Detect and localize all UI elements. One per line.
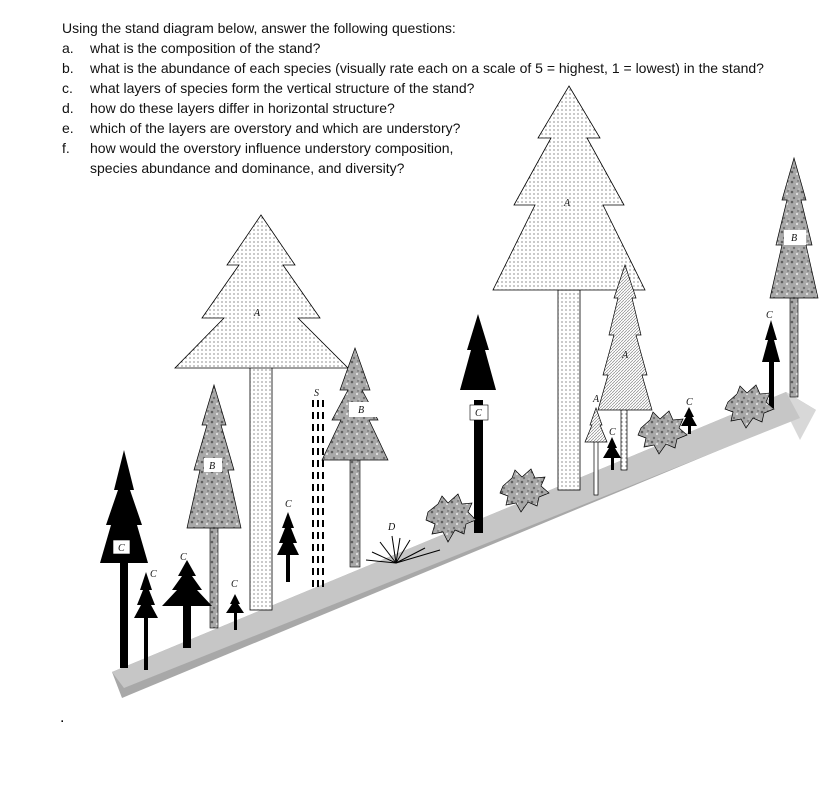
instructions-heading: Using the stand diagram below, answer th… [62,20,456,36]
tree-a-left: A [174,214,349,611]
species-label-c: C [231,579,238,590]
question-letter: b. [62,60,74,76]
species-label-c: C [118,543,125,554]
question-text: what is the composition of the stand? [90,40,321,56]
question-item: d. how do these layers differ in horizont… [62,98,764,118]
species-label-c: C [475,408,482,419]
question-letter: e. [62,120,74,136]
species-d-plant: D [365,522,441,564]
tree-c-seedling-right: C [603,427,621,470]
species-label-c: C [180,552,187,563]
tree-c-left-small: C [134,569,158,670]
tree-c-seedling-left: C [226,579,244,630]
question-item: f. how would the overstory influence unde… [62,138,764,178]
species-label-a: A [563,198,571,209]
tree-c-left-medium: C [162,552,212,648]
tree-b-right: B [769,156,819,398]
tree-c-seedling-far: C [681,397,697,434]
species-label-c: C [285,499,292,510]
species-label-c: C [686,397,693,408]
question-text: how do these layers differ in horizontal… [90,100,395,116]
tree-b-center: B [321,346,389,568]
species-label-c: C [609,427,616,438]
question-letter: d. [62,100,74,116]
question-text: what layers of species form the vertical… [90,80,475,96]
tree-c-left-large: C [100,450,148,668]
shrub-4 [724,384,775,429]
tree-b-left: B [186,383,242,629]
ground-slab [112,392,816,698]
species-label-c: C [150,569,157,580]
tree-c-sapling-center: C [277,499,299,582]
tree-a-sapling: A [584,394,608,496]
question-text: how would the overstory influence unders… [90,140,454,176]
tree-c-tall: C [460,314,496,533]
tree-a-slender: A [597,263,653,471]
species-label-c: C [766,310,773,321]
shrub-1 [425,493,477,543]
question-letter: f. [62,140,70,156]
species-label-a: A [253,308,261,319]
species-label-a: A [621,350,629,361]
question-item: b. what is the abundance of each species … [62,58,764,78]
tree-a-tall: A [492,85,646,491]
question-list: a.what is the composition of the stand? … [62,38,764,178]
footer-mark: . [60,709,65,726]
question-item: a. what is the composition of the stand? [62,38,764,58]
question-letter: a. [62,40,74,56]
species-s-stem: S [312,388,324,590]
tree-c-far-right: C [762,310,780,408]
question-letter: c. [62,80,73,96]
species-label-d: D [387,522,396,533]
question-item: c. what layers of species form the vertic… [62,78,764,98]
shrub-2 [499,468,550,513]
question-text: what is the abundance of each species (v… [90,60,764,76]
species-label-b: B [358,405,364,416]
question-text: which of the layers are overstory and wh… [90,120,461,136]
species-label-b: B [791,233,797,244]
species-label-b: B [209,461,215,472]
question-item: e. which of the layers are overstory and … [62,118,764,138]
shrub-3 [637,410,688,455]
species-label-s: S [314,388,319,399]
species-label-a: A [592,394,600,405]
